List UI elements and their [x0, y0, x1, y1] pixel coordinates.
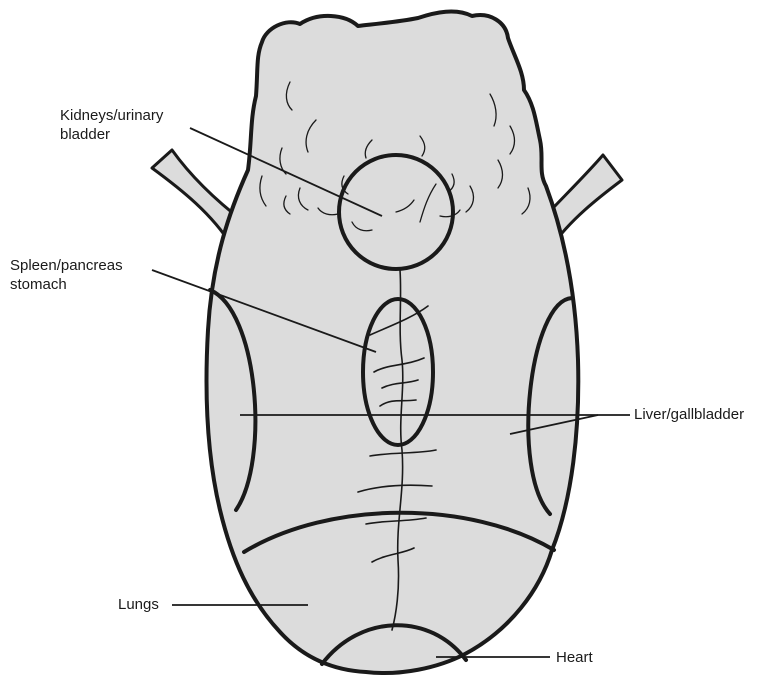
spleen-label: Spleen/pancreas stomach	[10, 256, 123, 294]
kidneys-label: Kidneys/urinary bladder	[60, 106, 163, 144]
liver-label: Liver/gallbladder	[634, 405, 744, 424]
heart-label: Heart	[556, 648, 593, 667]
kidneys-label-line1: Kidneys/urinary	[60, 106, 163, 125]
spleen-label-line1: Spleen/pancreas	[10, 256, 123, 275]
tongue-body	[207, 12, 579, 674]
lungs-label: Lungs	[118, 595, 159, 614]
kidneys-label-line2: bladder	[60, 125, 163, 144]
spleen-label-line2: stomach	[10, 275, 123, 294]
